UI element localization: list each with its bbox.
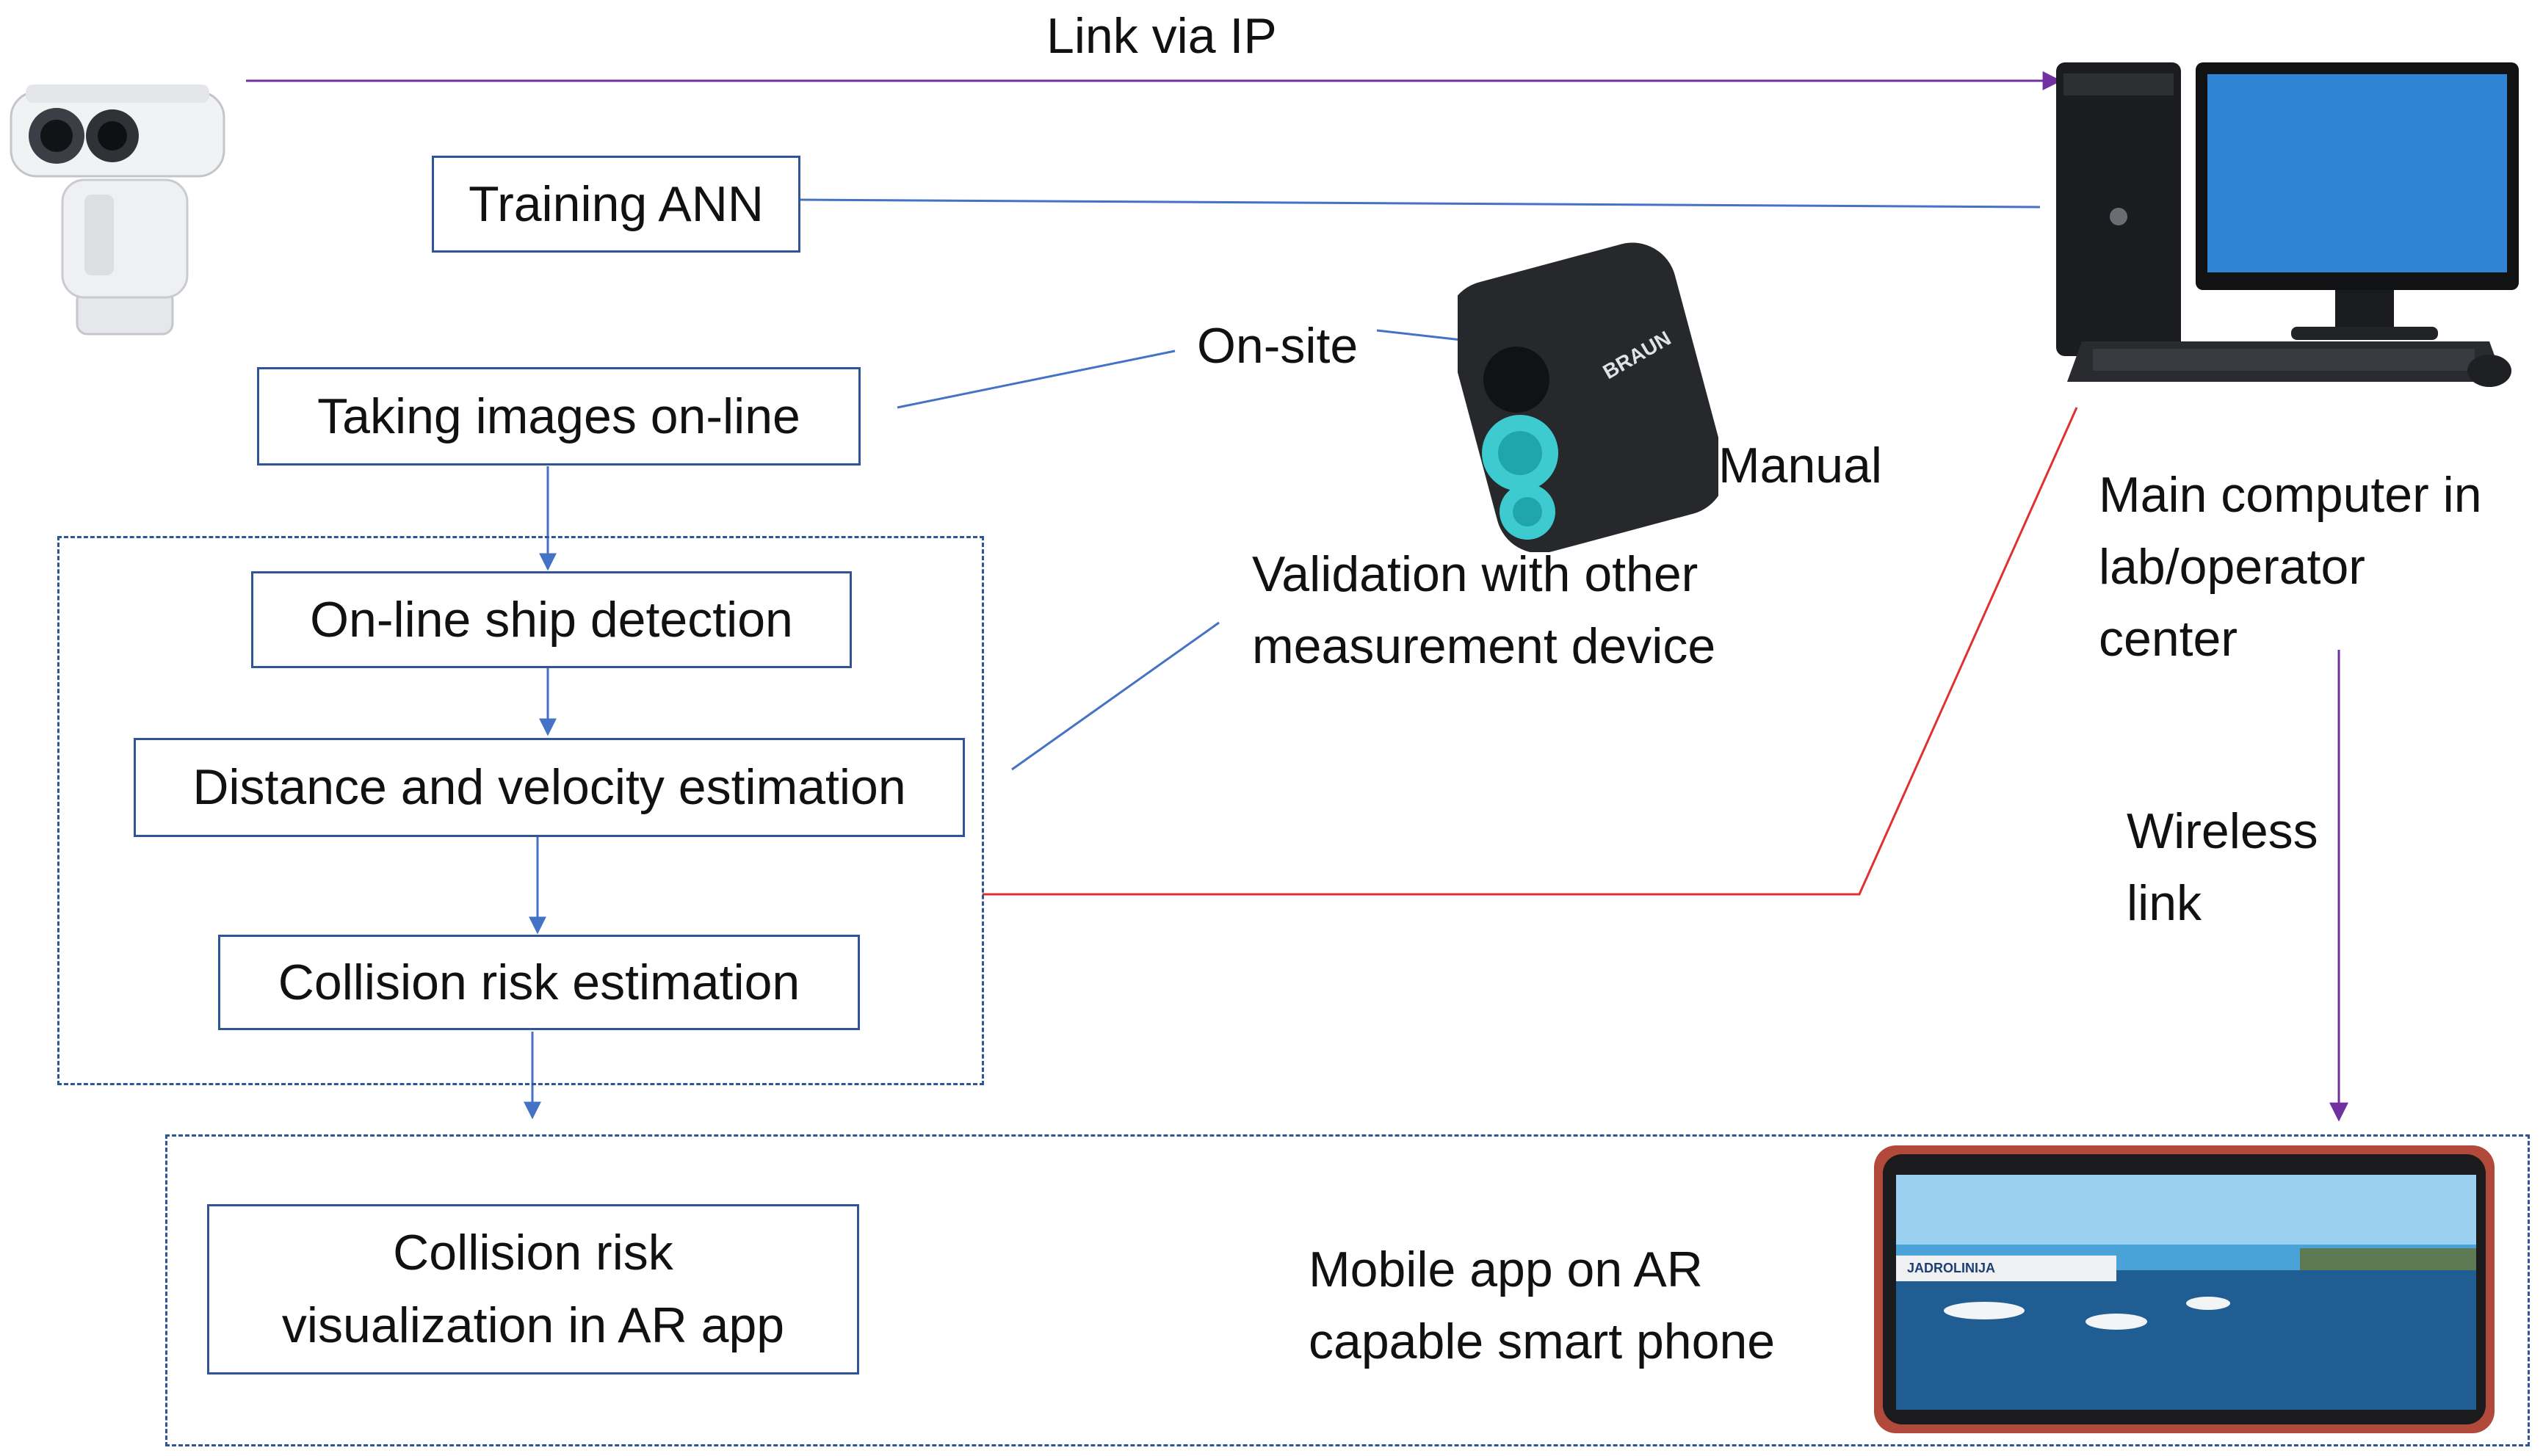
distance-velocity-label: Distance and velocity estimation [192, 759, 906, 816]
ptz-camera-image [10, 84, 225, 336]
validation-label-line2: measurement device [1252, 618, 1716, 674]
red-link-line [983, 407, 2078, 896]
validation-label-line1: Validation with other [1252, 546, 1699, 602]
training-link-line [797, 198, 2041, 209]
validation-line [1011, 621, 1220, 771]
ship-detection-label: On-line ship detection [310, 591, 793, 648]
processing-group [57, 536, 984, 1085]
visualization-label-line2: visualization in AR app [281, 1297, 785, 1353]
smartphone-image: JADROLINIJA [1874, 1145, 2495, 1433]
main-computer-label-line3: center [2099, 611, 2238, 667]
mobile-label-line2: capable smart phone [1309, 1314, 1776, 1369]
main-computer-label-line2: lab/operator [2099, 539, 2365, 595]
link-via-ip-label: Link via IP [1046, 8, 1277, 64]
mobile-label-line1: Mobile app on AR [1309, 1242, 1703, 1297]
taking-images-box: Taking images on-line [257, 367, 861, 466]
collision-risk-box: Collision risk estimation [218, 935, 860, 1030]
rangefinder-image: BRAUN [1458, 242, 1718, 552]
output-group [165, 1134, 2530, 1446]
distance-velocity-box: Distance and velocity estimation [134, 738, 965, 837]
taking-images-label: Taking images on-line [317, 388, 800, 444]
training-ann-label: Training ANN [469, 175, 764, 232]
visualization-label-line1: Collision risk [393, 1225, 673, 1281]
on-site-label: On-site [1197, 318, 1359, 374]
phone-banner-text: JADROLINIJA [1907, 1261, 1995, 1275]
main-computer-label-line1: Main computer in [2099, 467, 2482, 523]
desktop-computer-image [2056, 62, 2519, 387]
wireless-label-line1: Wireless [2127, 803, 2318, 859]
manual-label: Manual [1718, 438, 1883, 493]
visualization-box: Collision risk visualization in AR app [207, 1204, 859, 1374]
wireless-label-line2: link [2127, 875, 2202, 931]
ship-detection-box: On-line ship detection [251, 571, 852, 668]
onsite-line-left [897, 349, 1176, 409]
collision-risk-label: Collision risk estimation [278, 954, 800, 1010]
training-ann-box: Training ANN [432, 156, 800, 253]
